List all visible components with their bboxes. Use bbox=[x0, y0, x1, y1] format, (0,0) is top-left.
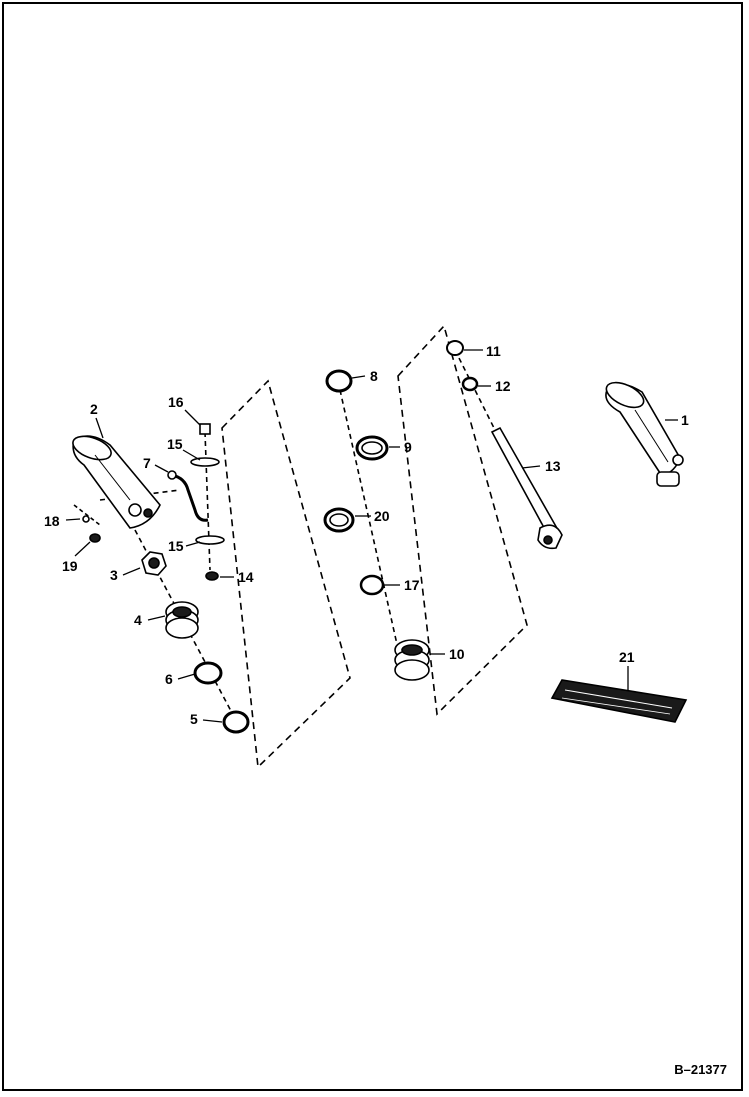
ring-part-8 bbox=[325, 369, 353, 393]
ring-part-17 bbox=[359, 574, 385, 596]
dashed-guide-line bbox=[339, 389, 406, 681]
dashed-assembly-outline-middle bbox=[397, 324, 528, 716]
leader-line bbox=[202, 719, 223, 723]
part-label-6: 6 bbox=[165, 671, 173, 687]
rod-part-13 bbox=[490, 426, 563, 550]
part-label-14: 14 bbox=[238, 569, 254, 585]
part-label-9: 9 bbox=[404, 439, 412, 455]
cylinder-barrel-part-2 bbox=[72, 435, 161, 529]
leader-line bbox=[147, 615, 166, 621]
part-label-19: 19 bbox=[62, 558, 78, 574]
part-label-15-lower: 15 bbox=[168, 538, 184, 554]
dashed-guide-line bbox=[73, 504, 101, 526]
leader-line bbox=[74, 541, 91, 557]
seal-part-9 bbox=[355, 435, 389, 461]
nut-part-3 bbox=[141, 551, 167, 576]
part-label-8: 8 bbox=[370, 368, 378, 384]
leader-line bbox=[177, 673, 196, 680]
part-label-11: 11 bbox=[486, 343, 501, 359]
clamp-part-15-lower bbox=[195, 535, 225, 545]
leader-line bbox=[95, 417, 104, 439]
dashed-guide-line bbox=[204, 431, 211, 571]
part-label-10: 10 bbox=[449, 646, 465, 662]
ring-part-5 bbox=[222, 710, 250, 734]
part-label-4: 4 bbox=[134, 612, 142, 628]
leader-line bbox=[154, 464, 169, 473]
part-label-21: 21 bbox=[619, 649, 635, 665]
leader-line bbox=[65, 518, 81, 521]
nut-part-14 bbox=[205, 571, 219, 581]
figure-id: B–21377 bbox=[674, 1062, 727, 1077]
part-label-18: 18 bbox=[44, 513, 60, 529]
leader-line bbox=[521, 465, 541, 469]
part-label-3: 3 bbox=[110, 567, 118, 583]
bolt-part-16 bbox=[199, 423, 211, 435]
part-label-7: 7 bbox=[143, 455, 151, 471]
ring-part-6 bbox=[193, 661, 223, 685]
gland-part-10 bbox=[394, 639, 430, 681]
part-label-17: 17 bbox=[404, 577, 420, 593]
part-label-20: 20 bbox=[374, 508, 390, 524]
cylinder-assembly-part-1 bbox=[605, 381, 684, 487]
leader-line bbox=[184, 409, 201, 426]
ring-part-20 bbox=[323, 507, 355, 533]
leader-line bbox=[182, 449, 201, 461]
ring-part-11 bbox=[446, 340, 464, 356]
part-label-15-upper: 15 bbox=[167, 436, 183, 452]
part-label-2: 2 bbox=[90, 401, 98, 417]
part-label-1: 1 bbox=[681, 412, 689, 428]
leader-line bbox=[122, 567, 141, 576]
tube-part-7 bbox=[171, 473, 209, 522]
part-18 bbox=[82, 515, 90, 523]
part-label-13: 13 bbox=[545, 458, 561, 474]
part-19 bbox=[89, 533, 101, 543]
ring-part-12 bbox=[461, 376, 479, 392]
leader-line bbox=[185, 541, 201, 547]
decal-part-21 bbox=[550, 679, 688, 723]
clamp-part-15-upper bbox=[190, 457, 220, 467]
part-label-16: 16 bbox=[168, 394, 184, 410]
piston-part-4 bbox=[165, 601, 199, 639]
part-label-12: 12 bbox=[495, 378, 511, 394]
leader-line bbox=[351, 375, 366, 379]
dashed-assembly-outline-left bbox=[221, 379, 351, 769]
part-label-5: 5 bbox=[190, 711, 198, 727]
